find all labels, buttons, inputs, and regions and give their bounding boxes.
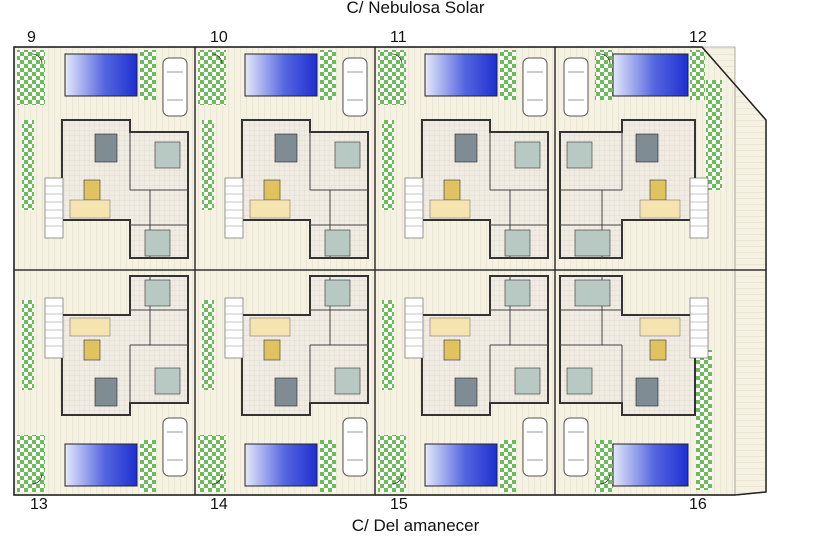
lot-number-11: 11	[390, 29, 407, 46]
pools	[64, 53, 689, 487]
lot-number-12: 12	[689, 29, 707, 46]
lot-number-14: 14	[210, 496, 228, 513]
beds	[144, 141, 611, 395]
street-name-bottom: C/ Del amanecer	[351, 516, 480, 535]
street-name-top: C/ Nebulosa Solar	[346, 0, 485, 17]
lot-number-16: 16	[689, 496, 707, 513]
car-parking	[162, 57, 589, 477]
lot-number-15: 15	[390, 496, 408, 513]
lot-number-9: 9	[27, 29, 36, 46]
sofas	[94, 133, 659, 407]
garden-strips	[17, 50, 722, 492]
lot-number-10: 10	[210, 29, 228, 46]
dining-tables	[83, 179, 667, 361]
houses	[61, 119, 696, 416]
lot-number-13: 13	[30, 496, 48, 513]
